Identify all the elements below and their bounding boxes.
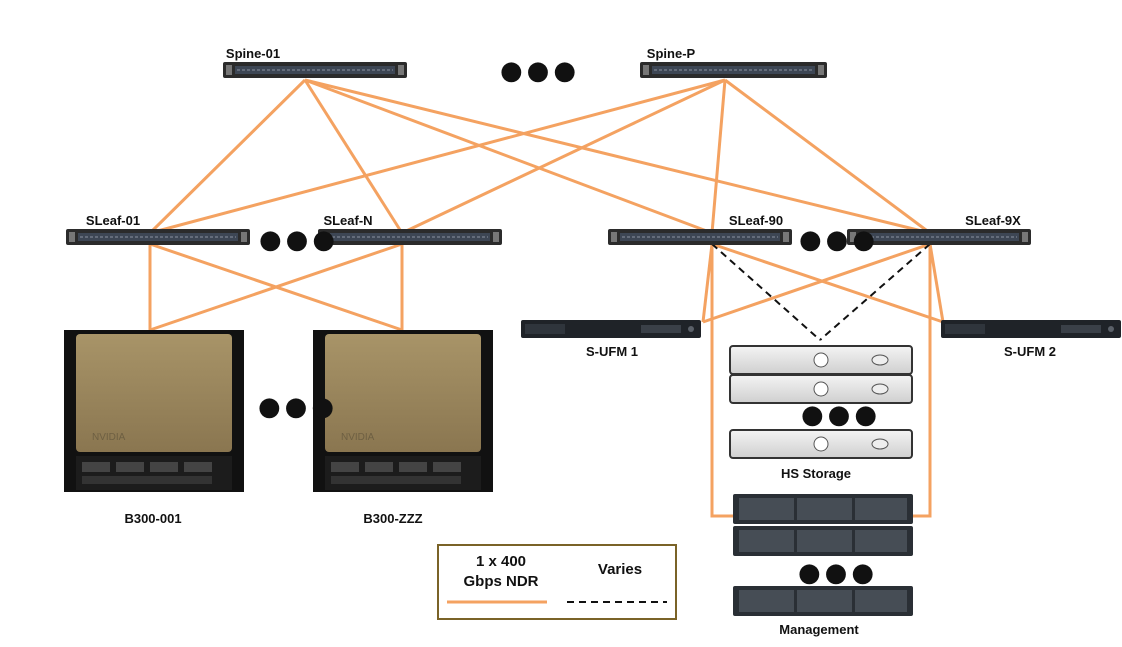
leaf-storage-dashed-links: [711, 243, 931, 341]
management-server-2: [733, 526, 913, 556]
link-sleafn-b300-001: [149, 242, 403, 332]
storage-unit-1: [729, 345, 913, 375]
legend-solid-label-line2: Gbps NDR: [463, 573, 539, 590]
leaf-gpu-links: [148, 242, 404, 332]
gpu-ellipsis: ●●●: [258, 392, 339, 422]
leaf-storage-links: [701, 242, 945, 518]
storage-label: HS Storage: [780, 466, 852, 481]
link-spinep-sleaf01: [149, 78, 726, 235]
spine-switch-spine01: [223, 62, 407, 78]
link-sleaf90-ufm2: [711, 242, 944, 324]
link-spinep-sleaf9x: [724, 78, 931, 235]
gpu-system-b300-zzz: NVIDIA: [313, 330, 493, 492]
spine-ellipsis: ●●●: [500, 56, 581, 86]
link-sleaf9x-management: [912, 244, 932, 518]
management-ellipsis: ●●●: [798, 558, 879, 588]
leaf-switch-sleaf9x: [847, 229, 1031, 245]
link-spine01-sleaf01: [148, 78, 307, 235]
ufm-server-1: [521, 320, 701, 338]
storage-unit-2: [729, 374, 913, 404]
leaf-ellipsis-right: ●●●: [799, 225, 880, 255]
leaf-switch-sleafn: [318, 229, 502, 245]
gpu-label-b300-001: B300-001: [124, 511, 182, 526]
nvidia-logo: NVIDIA: [92, 432, 126, 443]
link-sleaf9x-ufm2: [928, 243, 945, 323]
ufm-label-2: S-UFM 2: [1004, 344, 1056, 359]
spine-label-spine01: Spine-01: [225, 46, 281, 61]
leaf-switch-sleaf01: [66, 229, 250, 245]
leaf-label-sleaf01: SLeaf-01: [85, 213, 141, 228]
legend-swatches: [447, 600, 667, 604]
gpu-label-b300-zzz: B300-ZZZ: [363, 511, 423, 526]
legend-solid-label-line1: 1 x 400: [475, 553, 527, 570]
ufm-label-1: S-UFM 1: [586, 344, 638, 359]
storage-ellipsis: ●●●: [801, 400, 882, 430]
link-spine01-sleafn: [303, 79, 404, 234]
management-label: Management: [779, 622, 859, 637]
leaf-label-sleaf9x: SLeaf-9X: [965, 213, 1021, 228]
dashed-sleaf9x-storage: [819, 243, 931, 341]
link-spine01-sleaf9x: [304, 78, 931, 235]
link-spine01-sleaf90: [304, 78, 713, 235]
legend-dashed-label: Varies: [597, 561, 643, 578]
spine-leaf-links: [148, 78, 931, 235]
leaf-switch-sleaf90: [608, 229, 792, 245]
management-server-3: [733, 586, 913, 616]
spine-label-spinep: Spine-P: [646, 46, 696, 61]
link-spinep-sleafn: [401, 78, 726, 235]
legend: 1 x 400 Gbps NDR Varies: [437, 544, 677, 620]
link-sleaf9x-ufm1: [702, 242, 931, 324]
ufm-server-2: [941, 320, 1121, 338]
storage-unit-3: [729, 429, 913, 459]
spine-switch-spinep: [640, 62, 827, 78]
dashed-sleaf90-storage: [711, 243, 821, 341]
link-spinep-sleaf90: [710, 79, 727, 234]
leaf-label-sleafn: SLeaf-N: [323, 213, 373, 228]
leaf-ellipsis-left: ●●●: [259, 225, 340, 255]
nvidia-logo: NVIDIA: [341, 432, 375, 443]
leaf-label-sleaf90: SLeaf-90: [728, 213, 784, 228]
management-server-1: [733, 494, 913, 524]
link-sleaf90-management: [710, 244, 733, 518]
gpu-system-b300-001: NVIDIA: [64, 330, 244, 492]
